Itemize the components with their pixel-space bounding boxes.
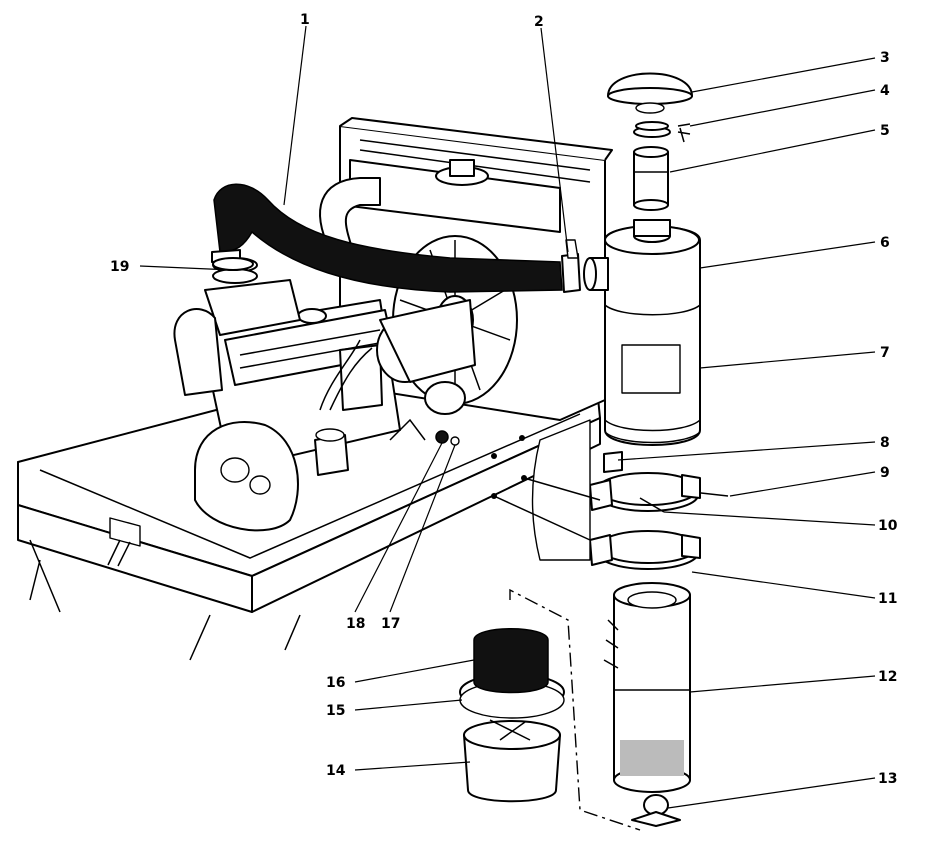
callout-5: 5: [880, 123, 890, 139]
callout-19: 19: [110, 259, 129, 275]
cap-clamp-ring: [633, 121, 691, 143]
callout-16: 16: [326, 675, 345, 691]
callout-6: 6: [880, 235, 890, 251]
air-cleaner-cap: [607, 72, 693, 114]
mounting-bracket: [491, 419, 601, 561]
callout-labels: 1 2 3 4 5 6 7 8 9 10 11 12 13 14 15 16 1…: [110, 12, 898, 787]
callout-18: 18: [346, 616, 365, 632]
engine-block: [173, 257, 476, 532]
oil-cup: [463, 719, 561, 803]
callout-12: 12: [878, 669, 897, 685]
callout-4: 4: [880, 83, 890, 99]
filter-element: [603, 582, 691, 793]
callout-11: 11: [878, 591, 897, 607]
carburetor-adapter: [212, 257, 254, 271]
callout-10: 10: [878, 518, 898, 534]
assembly-centerline: [509, 588, 641, 831]
engine-tray: [17, 377, 601, 661]
callout-8: 8: [880, 435, 890, 451]
drain-fitting: [435, 430, 460, 446]
callout-9: 9: [880, 465, 890, 481]
air-cleaner-body: [583, 219, 701, 446]
inlet-tube: [633, 146, 669, 211]
callout-13: 13: [878, 771, 897, 787]
pre-cleaner-sponge: [473, 628, 549, 694]
callout-1: 1: [300, 12, 310, 28]
callout-14: 14: [326, 763, 346, 779]
callout-2: 2: [534, 14, 544, 30]
hose-clamp: [561, 239, 581, 293]
callout-3: 3: [880, 50, 890, 66]
callout-17: 17: [381, 616, 400, 632]
callout-7: 7: [880, 345, 890, 361]
radiator-hose: [319, 177, 381, 251]
callout-15: 15: [326, 703, 345, 719]
mounting-band-upper: [589, 472, 701, 513]
mounting-band-lower: [589, 530, 701, 570]
leader-lines: [139, 25, 876, 809]
wing-nut: [631, 794, 681, 827]
